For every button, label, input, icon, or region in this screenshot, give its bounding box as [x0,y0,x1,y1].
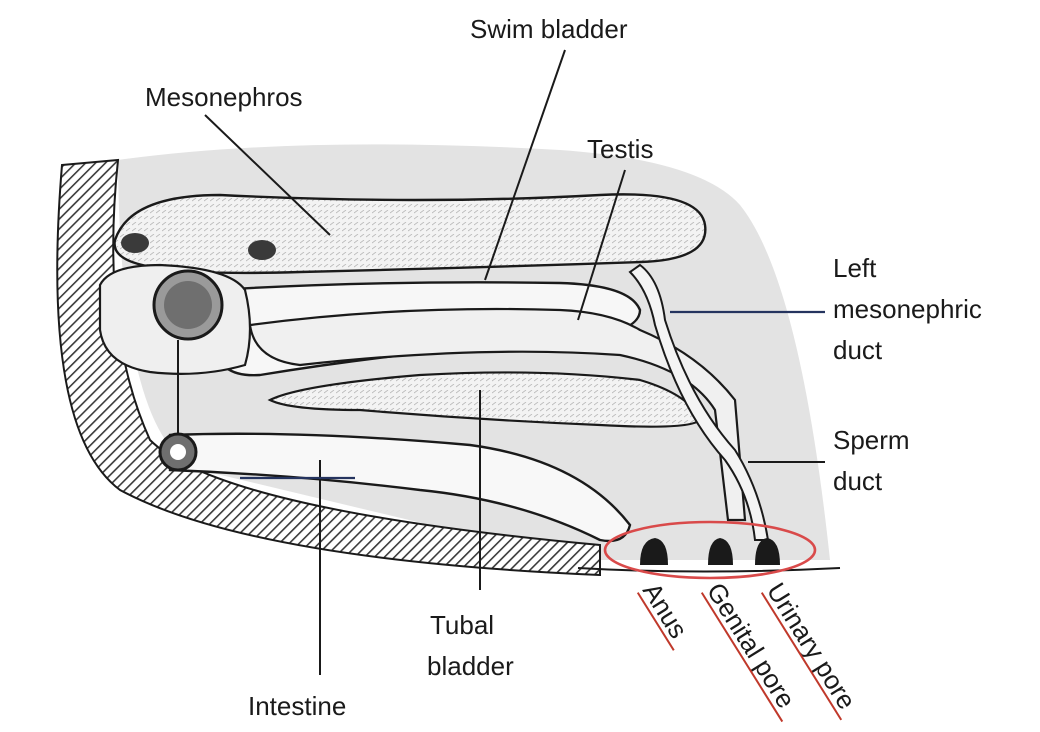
label-swim-bladder: Swim bladder [470,14,628,44]
label-sperm-duct: Sperm duct [833,425,917,496]
label-anus: Anus [637,577,694,643]
mesonephros-organ [115,194,706,273]
label-sperm-duct-line-1: Sperm [833,425,910,455]
label-tubal-bladder: Tubal bladder [427,610,514,681]
label-left-mesonephric-duct-line-1: Left [833,253,877,283]
label-left-mesonephric-duct-line-3: duct [833,335,883,365]
label-tubal-bladder-line-1: Tubal [430,610,494,640]
swim-bladder-lumen-inner [164,281,212,329]
label-testis: Testis [587,134,653,164]
label-tubal-bladder-line-2: bladder [427,651,514,681]
label-intestine: Intestine [248,691,346,721]
mesonephros-left-lobe [121,233,149,253]
label-left-mesonephric-duct: Left mesonephric duct [833,253,989,365]
label-mesonephros: Mesonephros [145,82,303,112]
intestine-lumen [170,444,186,460]
label-left-mesonephric-duct-line-2: mesonephric [833,294,982,324]
mesonephros-right-lobe [248,240,276,260]
ventral-body-edge [578,568,840,572]
label-sperm-duct-line-2: duct [833,466,883,496]
